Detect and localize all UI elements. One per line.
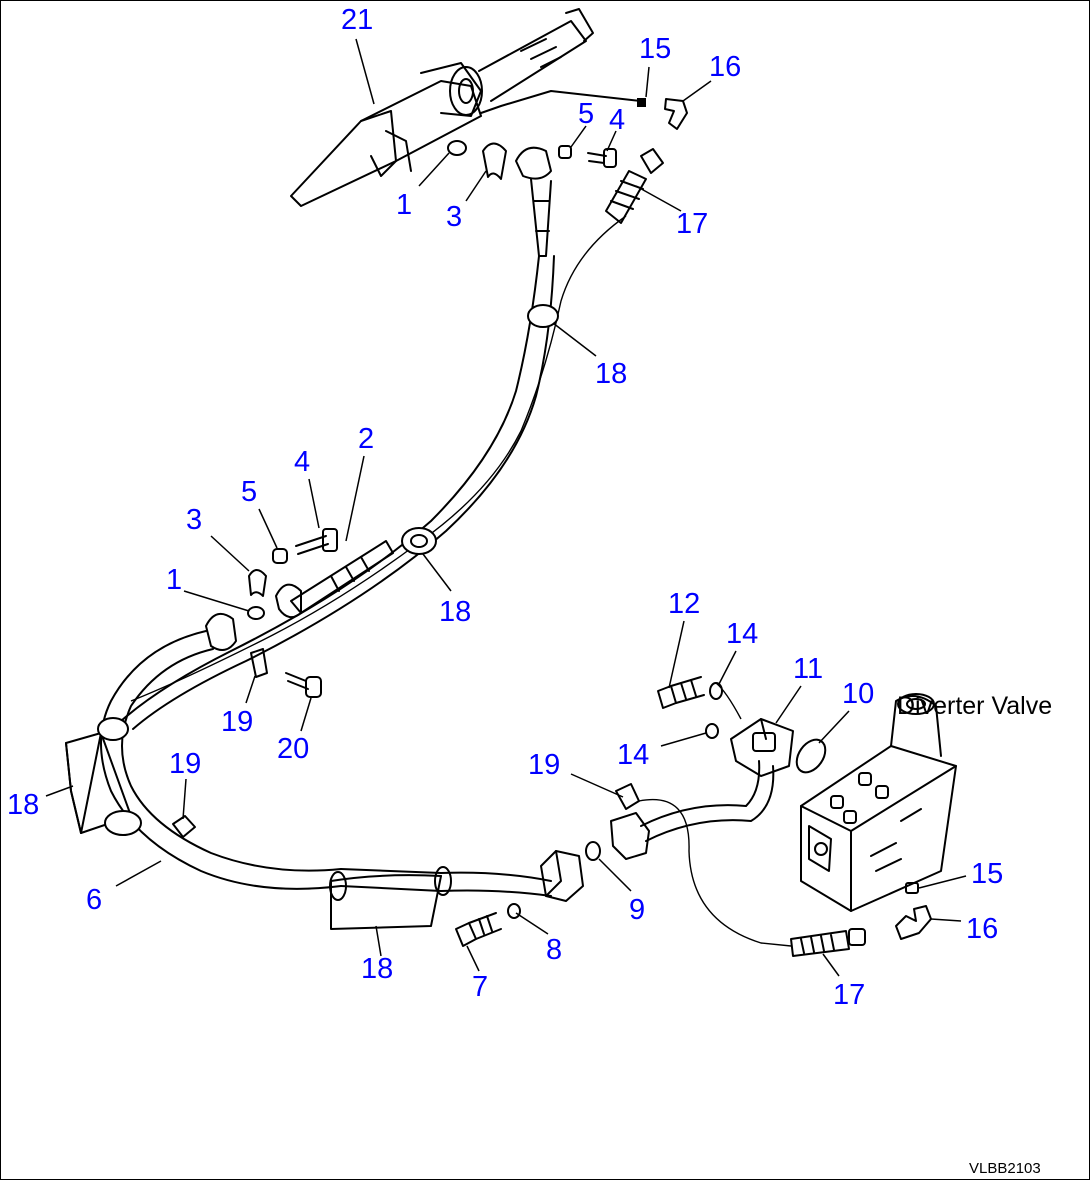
pipe-flange-left bbox=[205, 612, 237, 651]
callout-14: 14 bbox=[726, 618, 758, 650]
hose-fitting-middle bbox=[290, 540, 394, 614]
valve-connection-drawing bbox=[638, 676, 827, 947]
callout-18: 18 bbox=[595, 358, 627, 390]
bolt-12 bbox=[657, 685, 677, 709]
callout-1: 1 bbox=[166, 564, 182, 596]
washer-middle bbox=[272, 548, 288, 564]
hose-routing-drawing bbox=[120, 178, 627, 730]
callout-11: 11 bbox=[793, 653, 823, 685]
callout-19: 19 bbox=[221, 706, 253, 738]
callout-1: 1 bbox=[396, 189, 412, 221]
callout-15: 15 bbox=[639, 33, 671, 65]
callout-19: 19 bbox=[169, 748, 201, 780]
drawing-code: VLBB2103 bbox=[969, 1160, 1041, 1177]
callout-numbers: 21 15 16 5 4 1 3 17 18 2 4 5 3 1 18 19 2… bbox=[7, 4, 1003, 1011]
callout-7: 7 bbox=[472, 971, 488, 1003]
o-ring-middle bbox=[247, 606, 265, 620]
bolt-7 bbox=[455, 922, 477, 947]
callout-3: 3 bbox=[186, 504, 202, 536]
callout-12: 12 bbox=[668, 588, 700, 620]
leader-lines bbox=[45, 38, 967, 977]
elbow-flange-9 bbox=[610, 812, 650, 860]
callout-8: 8 bbox=[546, 934, 562, 966]
callout-16: 16 bbox=[966, 913, 998, 945]
bottom-hardware-drawing bbox=[250, 648, 650, 947]
o-ring-top bbox=[447, 140, 467, 156]
plug-bottom bbox=[905, 882, 919, 894]
clip-19-right bbox=[615, 783, 640, 810]
callout-18: 18 bbox=[439, 596, 471, 628]
split-flange-middle bbox=[248, 569, 267, 597]
callout-6: 6 bbox=[86, 884, 102, 916]
middle-hardware-drawing bbox=[247, 528, 394, 620]
callout-10: 10 bbox=[842, 678, 874, 710]
o-ring-9 bbox=[585, 841, 601, 861]
callout-19: 19 bbox=[528, 749, 560, 781]
elbow-top bbox=[664, 98, 688, 130]
callout-16: 16 bbox=[709, 51, 741, 83]
washer-14-lower bbox=[705, 723, 719, 739]
hose-flange-top bbox=[515, 146, 552, 180]
callout-5: 5 bbox=[241, 476, 257, 508]
top-hardware-drawing bbox=[447, 98, 688, 224]
cylinder-assembly-drawing bbox=[290, 8, 642, 207]
fitting-top bbox=[605, 170, 647, 224]
callout-20: 20 bbox=[277, 733, 309, 765]
callout-3: 3 bbox=[446, 201, 462, 233]
callout-18: 18 bbox=[361, 953, 393, 985]
callout-4: 4 bbox=[609, 104, 625, 136]
callout-17: 17 bbox=[833, 979, 865, 1011]
callout-9: 9 bbox=[629, 894, 645, 926]
bolt-20 bbox=[285, 672, 309, 690]
pipe-assembly-drawing bbox=[65, 612, 584, 930]
washer-top bbox=[558, 145, 572, 159]
callout-17: 17 bbox=[676, 208, 708, 240]
split-flange-top bbox=[482, 142, 507, 180]
clip-19 bbox=[250, 648, 268, 678]
clamp-upper bbox=[527, 304, 559, 328]
callout-14: 14 bbox=[617, 739, 649, 771]
callout-4: 4 bbox=[294, 446, 310, 478]
washer-8 bbox=[507, 903, 521, 919]
plug-top bbox=[637, 98, 646, 107]
fitting-bottom bbox=[790, 930, 850, 957]
clamp-middle bbox=[401, 527, 437, 555]
callout-2: 2 bbox=[358, 423, 374, 455]
washer-14-upper bbox=[709, 682, 723, 700]
callout-18: 18 bbox=[7, 789, 39, 821]
callout-5: 5 bbox=[578, 98, 594, 130]
callout-15: 15 bbox=[971, 858, 1003, 890]
o-ring-10 bbox=[795, 738, 827, 774]
diverter-valve-drawing bbox=[790, 693, 957, 957]
callout-21: 21 bbox=[341, 4, 373, 36]
diverter-valve-label: Diverter Valve bbox=[897, 692, 1052, 720]
elbow-bottom bbox=[895, 905, 932, 940]
flange-11 bbox=[730, 718, 794, 777]
